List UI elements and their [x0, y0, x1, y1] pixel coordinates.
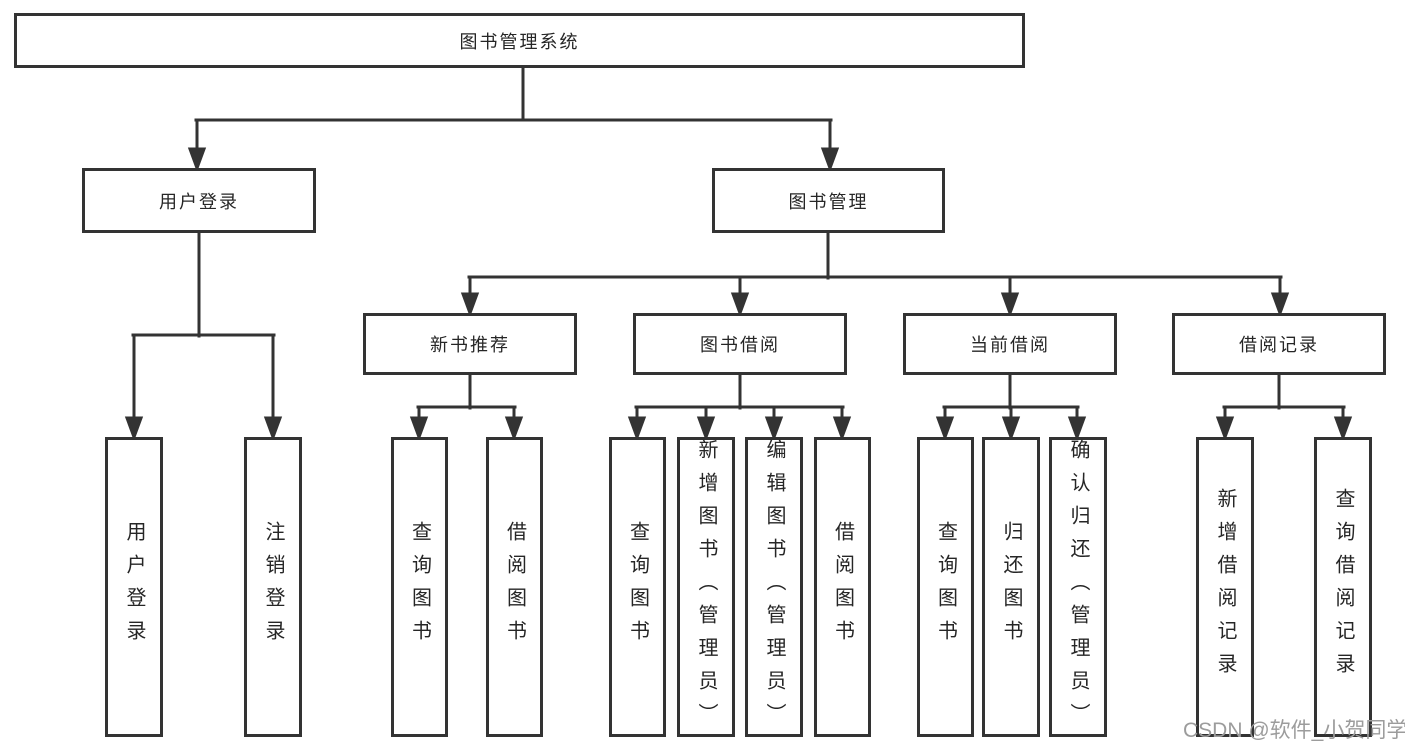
- node-new-book-recommendation-label: 新书推荐: [430, 335, 510, 355]
- leaf-add-borrow-record: 新增借阅记录: [1196, 437, 1254, 737]
- node-root-label: 图书管理系统: [459, 31, 580, 52]
- leaf-return-books-label: 归还图书: [1000, 521, 1022, 653]
- node-new-book-recommendation: 新书推荐: [363, 313, 577, 375]
- csdn-watermark: CSDN @软件_小贺同学: [1183, 719, 1405, 742]
- leaf-query-borrow-record: 查询借阅记录: [1314, 437, 1372, 737]
- leaf-query-books-recommend-label: 查询图书: [408, 521, 431, 653]
- leaf-edit-book-admin-label: 编辑图书（管理员）: [763, 438, 785, 736]
- leaf-borrow-books-recommend: 借阅图书: [486, 437, 543, 737]
- node-current-borrowing-label: 当前借阅: [970, 335, 1050, 355]
- leaf-edit-book-admin: 编辑图书（管理员）: [745, 437, 803, 737]
- leaf-logout-label: 注销登录: [262, 521, 284, 653]
- node-user-login: 用户登录: [82, 168, 316, 233]
- node-borrowing-records: 借阅记录: [1172, 313, 1386, 375]
- leaf-query-books-borrowing-label: 查询图书: [626, 521, 649, 653]
- leaf-return-books: 归还图书: [982, 437, 1040, 737]
- node-book-borrowing-label: 图书借阅: [700, 335, 780, 355]
- node-book-management-label: 图书管理: [788, 191, 869, 212]
- leaf-borrow-books-borrowing: 借阅图书: [814, 437, 871, 737]
- leaf-borrow-books-borrowing-label: 借阅图书: [831, 521, 854, 653]
- leaf-user-login-label: 用户登录: [123, 521, 145, 653]
- leaf-confirm-return-admin: 确认归还（管理员）: [1049, 437, 1107, 737]
- node-book-borrowing: 图书借阅: [633, 313, 847, 375]
- leaf-query-books-current: 查询图书: [917, 437, 974, 737]
- leaf-logout: 注销登录: [244, 437, 302, 737]
- node-borrowing-records-label: 借阅记录: [1239, 335, 1319, 355]
- node-book-management: 图书管理: [712, 168, 945, 233]
- node-user-login-label: 用户登录: [159, 191, 239, 212]
- node-current-borrowing: 当前借阅: [903, 313, 1117, 375]
- leaf-query-books-recommend: 查询图书: [391, 437, 448, 737]
- node-root: 图书管理系统: [14, 13, 1025, 68]
- leaf-add-book-admin-label: 新增图书（管理员）: [695, 438, 717, 736]
- leaf-add-book-admin: 新增图书（管理员）: [677, 437, 735, 737]
- leaf-add-borrow-record-label: 新增借阅记录: [1214, 488, 1236, 686]
- leaf-query-borrow-record-label: 查询借阅记录: [1332, 488, 1354, 686]
- leaf-confirm-return-admin-label: 确认归还（管理员）: [1067, 438, 1089, 736]
- leaf-query-books-borrowing: 查询图书: [609, 437, 666, 737]
- leaf-borrow-books-recommend-label: 借阅图书: [503, 521, 526, 653]
- leaf-user-login: 用户登录: [105, 437, 163, 737]
- leaf-query-books-current-label: 查询图书: [934, 521, 957, 653]
